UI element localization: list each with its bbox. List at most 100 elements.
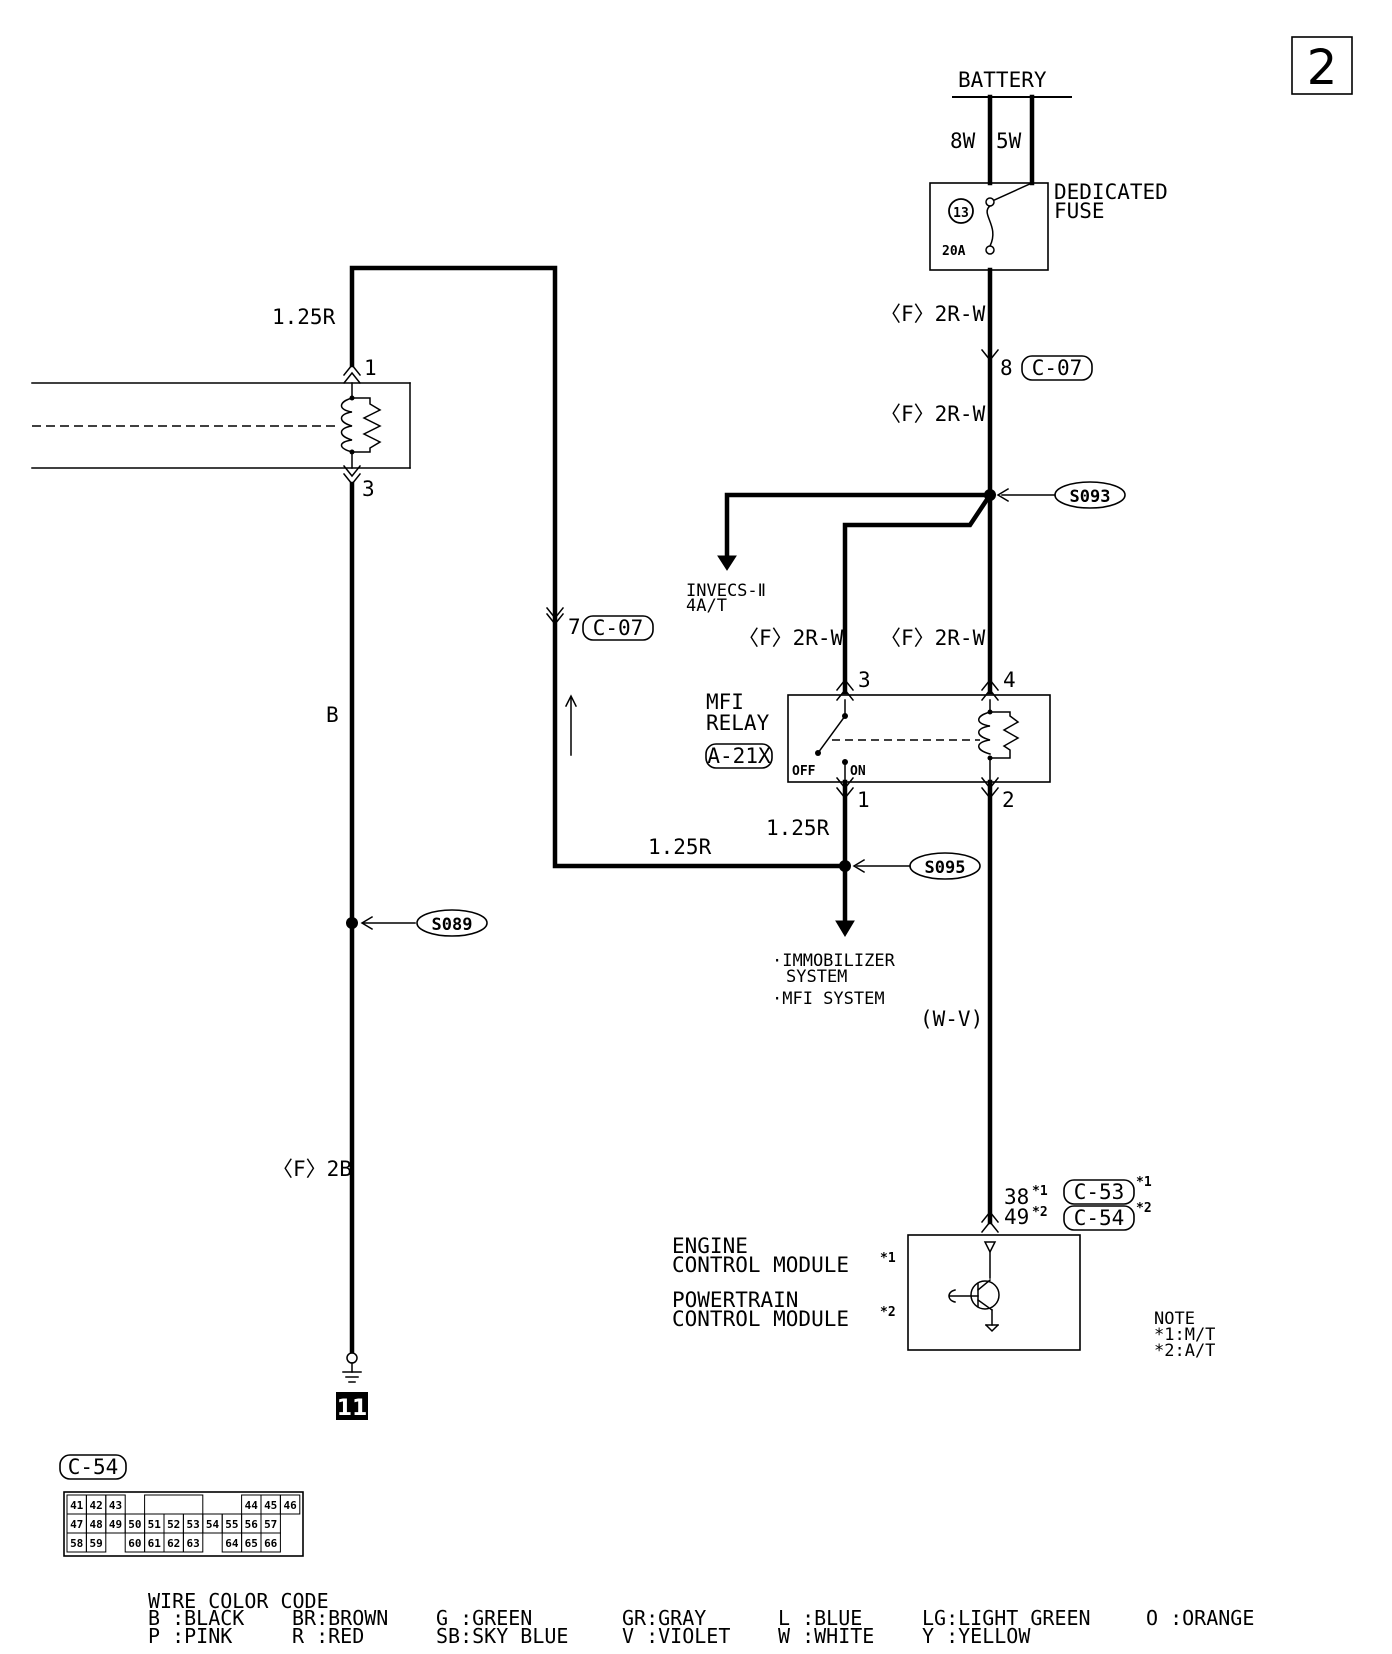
wire-label-relay-out1: 1.25R bbox=[766, 816, 830, 840]
relay-pin1: 1 bbox=[857, 788, 870, 812]
battery-label: BATTERY bbox=[958, 68, 1047, 92]
c54-cavity-number: 47 bbox=[70, 1518, 83, 1531]
c54-cavity-number: 58 bbox=[70, 1537, 83, 1550]
c54-cavity bbox=[182, 1532, 204, 1553]
splice-s089-dot bbox=[346, 917, 358, 929]
wire-left-loop bbox=[349, 265, 848, 869]
relay-off: OFF bbox=[792, 764, 816, 779]
splice-s093: S093 bbox=[1070, 487, 1111, 507]
c07-label-right: C-07 bbox=[1032, 356, 1083, 380]
note-line2: *2:A/T bbox=[1154, 1341, 1215, 1361]
c54-cavity-number: 45 bbox=[264, 1499, 277, 1512]
wire-color-code-br: BR:BROWN bbox=[292, 1606, 388, 1630]
wire-label-fuse-out: 〈F〉2R-W bbox=[880, 302, 986, 326]
c54-grid-outer bbox=[63, 1491, 304, 1557]
ecm-pin-49: 49 bbox=[1004, 1205, 1029, 1229]
relay-pin4: 4 bbox=[1003, 668, 1016, 692]
wire-label-5w: 5W bbox=[996, 129, 1022, 153]
ecm-pin-38-star: *1 bbox=[1032, 1184, 1048, 1199]
c54-cavity-number: 62 bbox=[167, 1537, 180, 1550]
c54-cavity bbox=[279, 1494, 301, 1515]
c07-label-left: C-07 bbox=[593, 616, 644, 640]
left-component-pin3: 3 bbox=[362, 477, 375, 501]
ecm-box bbox=[907, 1234, 1081, 1351]
c54-cavity-number: 41 bbox=[70, 1499, 84, 1512]
systems-line2: SYSTEM bbox=[786, 967, 847, 987]
relay-label-line1: MFI bbox=[706, 690, 744, 714]
c07-pin7: 7 bbox=[568, 615, 581, 639]
c54-cavity-number: 53 bbox=[186, 1518, 199, 1531]
wire-color-code-w: W :WHITE bbox=[778, 1624, 874, 1648]
c54-cavity-number: 52 bbox=[167, 1518, 180, 1531]
relay-coil bbox=[978, 711, 991, 755]
c54-cavity-number: 66 bbox=[264, 1537, 278, 1550]
relay-switch-arm bbox=[816, 714, 847, 755]
c54-key bbox=[144, 1494, 204, 1515]
systems-line1: ·IMMOBILIZER bbox=[772, 951, 896, 971]
c54-cavity-number: 59 bbox=[89, 1537, 102, 1550]
c07-pin8: 8 bbox=[1000, 356, 1013, 380]
c54-cavity-number: 65 bbox=[245, 1537, 258, 1550]
wire-color-code-gr: GR:GRAY bbox=[622, 1606, 706, 1630]
wire-label-left-top: 1.25R bbox=[272, 305, 336, 329]
ground-terminal bbox=[346, 1352, 358, 1364]
c54-cavity-number: 49 bbox=[109, 1518, 122, 1531]
c54-cavity-number: 42 bbox=[89, 1499, 102, 1512]
mfi-relay-box bbox=[787, 694, 1051, 783]
c54-cavity-number: 46 bbox=[283, 1499, 297, 1512]
fuse-label-line2: FUSE bbox=[1054, 199, 1105, 223]
fuse-number: 13 bbox=[953, 206, 969, 221]
wire-label-8w: 8W bbox=[950, 129, 976, 153]
note-line1: *1:M/T bbox=[1154, 1325, 1215, 1345]
c54-cavity bbox=[260, 1532, 281, 1553]
c54-cavity-number: 48 bbox=[89, 1518, 102, 1531]
c54-cavity bbox=[85, 1532, 107, 1553]
fuse-terminal-bottom bbox=[985, 245, 995, 255]
ecm-line4: CONTROL MODULE bbox=[672, 1307, 849, 1331]
ground-ref: 11 bbox=[337, 1396, 368, 1421]
wire-label-ecm: (W-V) bbox=[920, 1007, 983, 1031]
invecs-line2: 4A/T bbox=[686, 596, 727, 616]
c54-cavity-number: 57 bbox=[264, 1518, 277, 1531]
c54-cavity-number: 50 bbox=[128, 1518, 141, 1531]
wire-color-code-g: G :GREEN bbox=[436, 1606, 532, 1630]
splice-s095: S095 bbox=[925, 858, 966, 878]
c54-cavity-number: 64 bbox=[225, 1537, 239, 1550]
wire-to-relay-pin3 bbox=[842, 491, 994, 695]
ground-ref-box bbox=[336, 1392, 368, 1420]
c54-label-ecm: C-54 bbox=[1074, 1206, 1125, 1230]
left-component-pin1: 1 bbox=[364, 356, 377, 380]
invecs-line1: INVECS-Ⅱ bbox=[686, 581, 766, 601]
connector-arrow-c07-8 bbox=[980, 348, 1000, 362]
ecm-line4-star: *2 bbox=[880, 1305, 896, 1320]
c54-cavity-number: 60 bbox=[128, 1537, 141, 1550]
wire-label-horizontal: 1.25R bbox=[648, 835, 712, 859]
wire-color-code-l: L :BLUE bbox=[778, 1606, 862, 1630]
ecm-pin-38: 38 bbox=[1004, 1185, 1029, 1209]
wire-color-code-p: P :PINK bbox=[148, 1624, 232, 1648]
wire-color-code-v: V :VIOLET bbox=[622, 1624, 730, 1648]
relay-pin3: 3 bbox=[858, 668, 871, 692]
ecm-line2: CONTROL MODULE bbox=[672, 1253, 849, 1277]
c54-star: *2 bbox=[1136, 1201, 1152, 1216]
fuse-element bbox=[986, 204, 994, 248]
ecm-line1: ENGINE bbox=[672, 1234, 748, 1258]
invecs-arrow bbox=[717, 555, 737, 571]
relay-pin2: 2 bbox=[1002, 788, 1015, 812]
c54-cavity-number: 51 bbox=[148, 1518, 162, 1531]
wire-color-code-sb: SB:SKY BLUE bbox=[436, 1624, 568, 1648]
systems-line3: ·MFI SYSTEM bbox=[772, 989, 885, 1009]
c54-cavity-number: 54 bbox=[206, 1518, 220, 1531]
c53-star: *1 bbox=[1136, 1175, 1152, 1190]
c54-cavity-number: 55 bbox=[225, 1518, 238, 1531]
c54-cavity-number: 63 bbox=[186, 1537, 199, 1550]
wire-color-code-r: R :RED bbox=[292, 1624, 364, 1648]
c54-cavity-number: 43 bbox=[109, 1499, 122, 1512]
c53-label: C-53 bbox=[1074, 1180, 1125, 1204]
c54-grid-label: C-54 bbox=[68, 1455, 119, 1479]
relay-label-line2: RELAY bbox=[706, 711, 770, 735]
page-number: 2 bbox=[1307, 40, 1338, 96]
relay-on: ON bbox=[850, 764, 866, 779]
